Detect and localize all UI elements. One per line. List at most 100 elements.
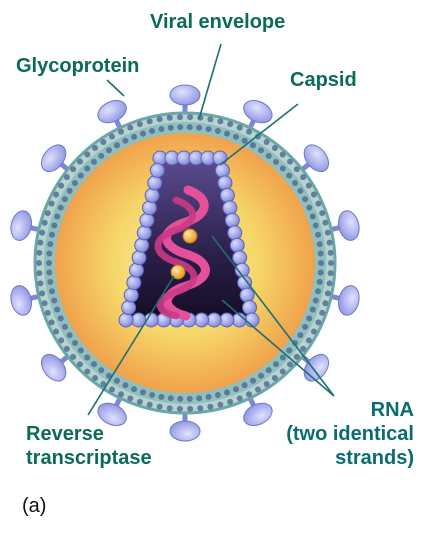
lipid-bead [313,297,319,303]
capsid-bead [137,226,151,240]
glycoprotein [336,284,362,318]
lipid-bead [64,174,70,180]
lipid-bead [207,116,213,122]
lipid-bead [167,405,173,411]
capsid-bead [122,301,136,315]
lipid-bead [318,260,324,266]
glycoprotein [94,96,130,127]
lipid-bead [227,399,233,405]
lipid-bead [273,159,279,165]
lipid-bead [258,147,264,153]
glycoprotein [170,85,200,105]
label-viral-envelope: Viral envelope [150,10,285,34]
lipid-bead [98,153,104,159]
lipid-bead [302,196,308,202]
lipid-bead [84,152,90,158]
lipid-bead [149,392,155,398]
lipid-bead [37,240,43,246]
capsid-bead [145,188,159,202]
lipid-bead [233,386,239,392]
glycoprotein [336,209,362,243]
lipid-bead [47,279,53,285]
lipid-bead [328,250,334,256]
capsid-bead [132,251,146,265]
lipid-bead [177,396,183,402]
capsid-bead [228,226,242,240]
lipid-bead [224,389,230,395]
lipid-bead [315,201,321,207]
lipid-bead [157,404,163,410]
lipid-bead [84,166,90,172]
lipid-bead [100,139,106,145]
lipid-bead [227,121,233,127]
lipid-bead [325,230,331,236]
lipid-bead [246,129,252,135]
lipid-bead [266,367,272,373]
lipid-bead [187,124,193,130]
lipid-bead [53,191,59,197]
lipid-bead [206,126,212,132]
lipid-bead [91,159,97,165]
lipid-bead [54,213,60,219]
lipid-bead [280,166,286,172]
lipid-bead [54,307,60,313]
glycoprotein [8,284,34,318]
capsid-bead [240,288,254,302]
lipid-bead [177,114,183,120]
capsid-bead [233,251,247,265]
lipid-bead [217,118,223,124]
lipid-bead [286,347,292,353]
lipid-bead [315,288,321,294]
lipid-bead [280,152,286,158]
lipid-bead [147,118,153,124]
capsid-bead [223,201,237,215]
lipid-bead [137,121,143,127]
lipid-bead [118,129,124,135]
lipid-bead [122,138,128,144]
capsid-bead [148,176,162,190]
lipid-bead [114,142,120,148]
lipid-bead [158,126,164,132]
lipid-bead [140,131,146,137]
capsid-bead [124,288,138,302]
lipid-bead [177,124,183,130]
capsid-bead [213,151,227,165]
lipid-bead [280,368,286,374]
lipid-bead [322,220,328,226]
lipid-bead [78,347,84,353]
reverse-transcriptase-1 [183,229,197,243]
lipid-bead [78,173,84,179]
lipid-bead [300,174,306,180]
lipid-bead [266,153,272,159]
glycoprotein [240,96,276,127]
lipid-bead [49,232,55,238]
lipid-bead [58,315,64,321]
label-reverse-line1: Reverse [26,422,152,446]
lipid-bead [315,232,321,238]
capsid-bead [207,313,221,327]
lipid-bead [207,404,213,410]
lipid-bead [280,354,286,360]
lipid-bead [306,337,312,343]
lipid-bead [46,251,52,257]
lipid-bead [149,128,155,134]
lipid-bead [319,210,325,216]
lipid-bead [294,354,300,360]
lipid-bead [67,332,73,338]
lipid-bead [272,375,278,381]
capsid-bead [129,263,143,277]
lipid-bead [109,134,115,140]
label-rna-line1: RNA [246,398,414,422]
lipid-bead [287,361,293,367]
lipid-bead [106,147,112,153]
lipid-bead [118,391,124,397]
glycoprotein [8,209,34,243]
lipid-bead [127,125,133,131]
lipid-bead [47,241,53,247]
lipid-bead [42,220,48,226]
leader-viral-envelope [199,44,221,119]
lipid-bead [306,315,312,321]
lipid-bead [84,368,90,374]
lipid-bead [122,382,128,388]
